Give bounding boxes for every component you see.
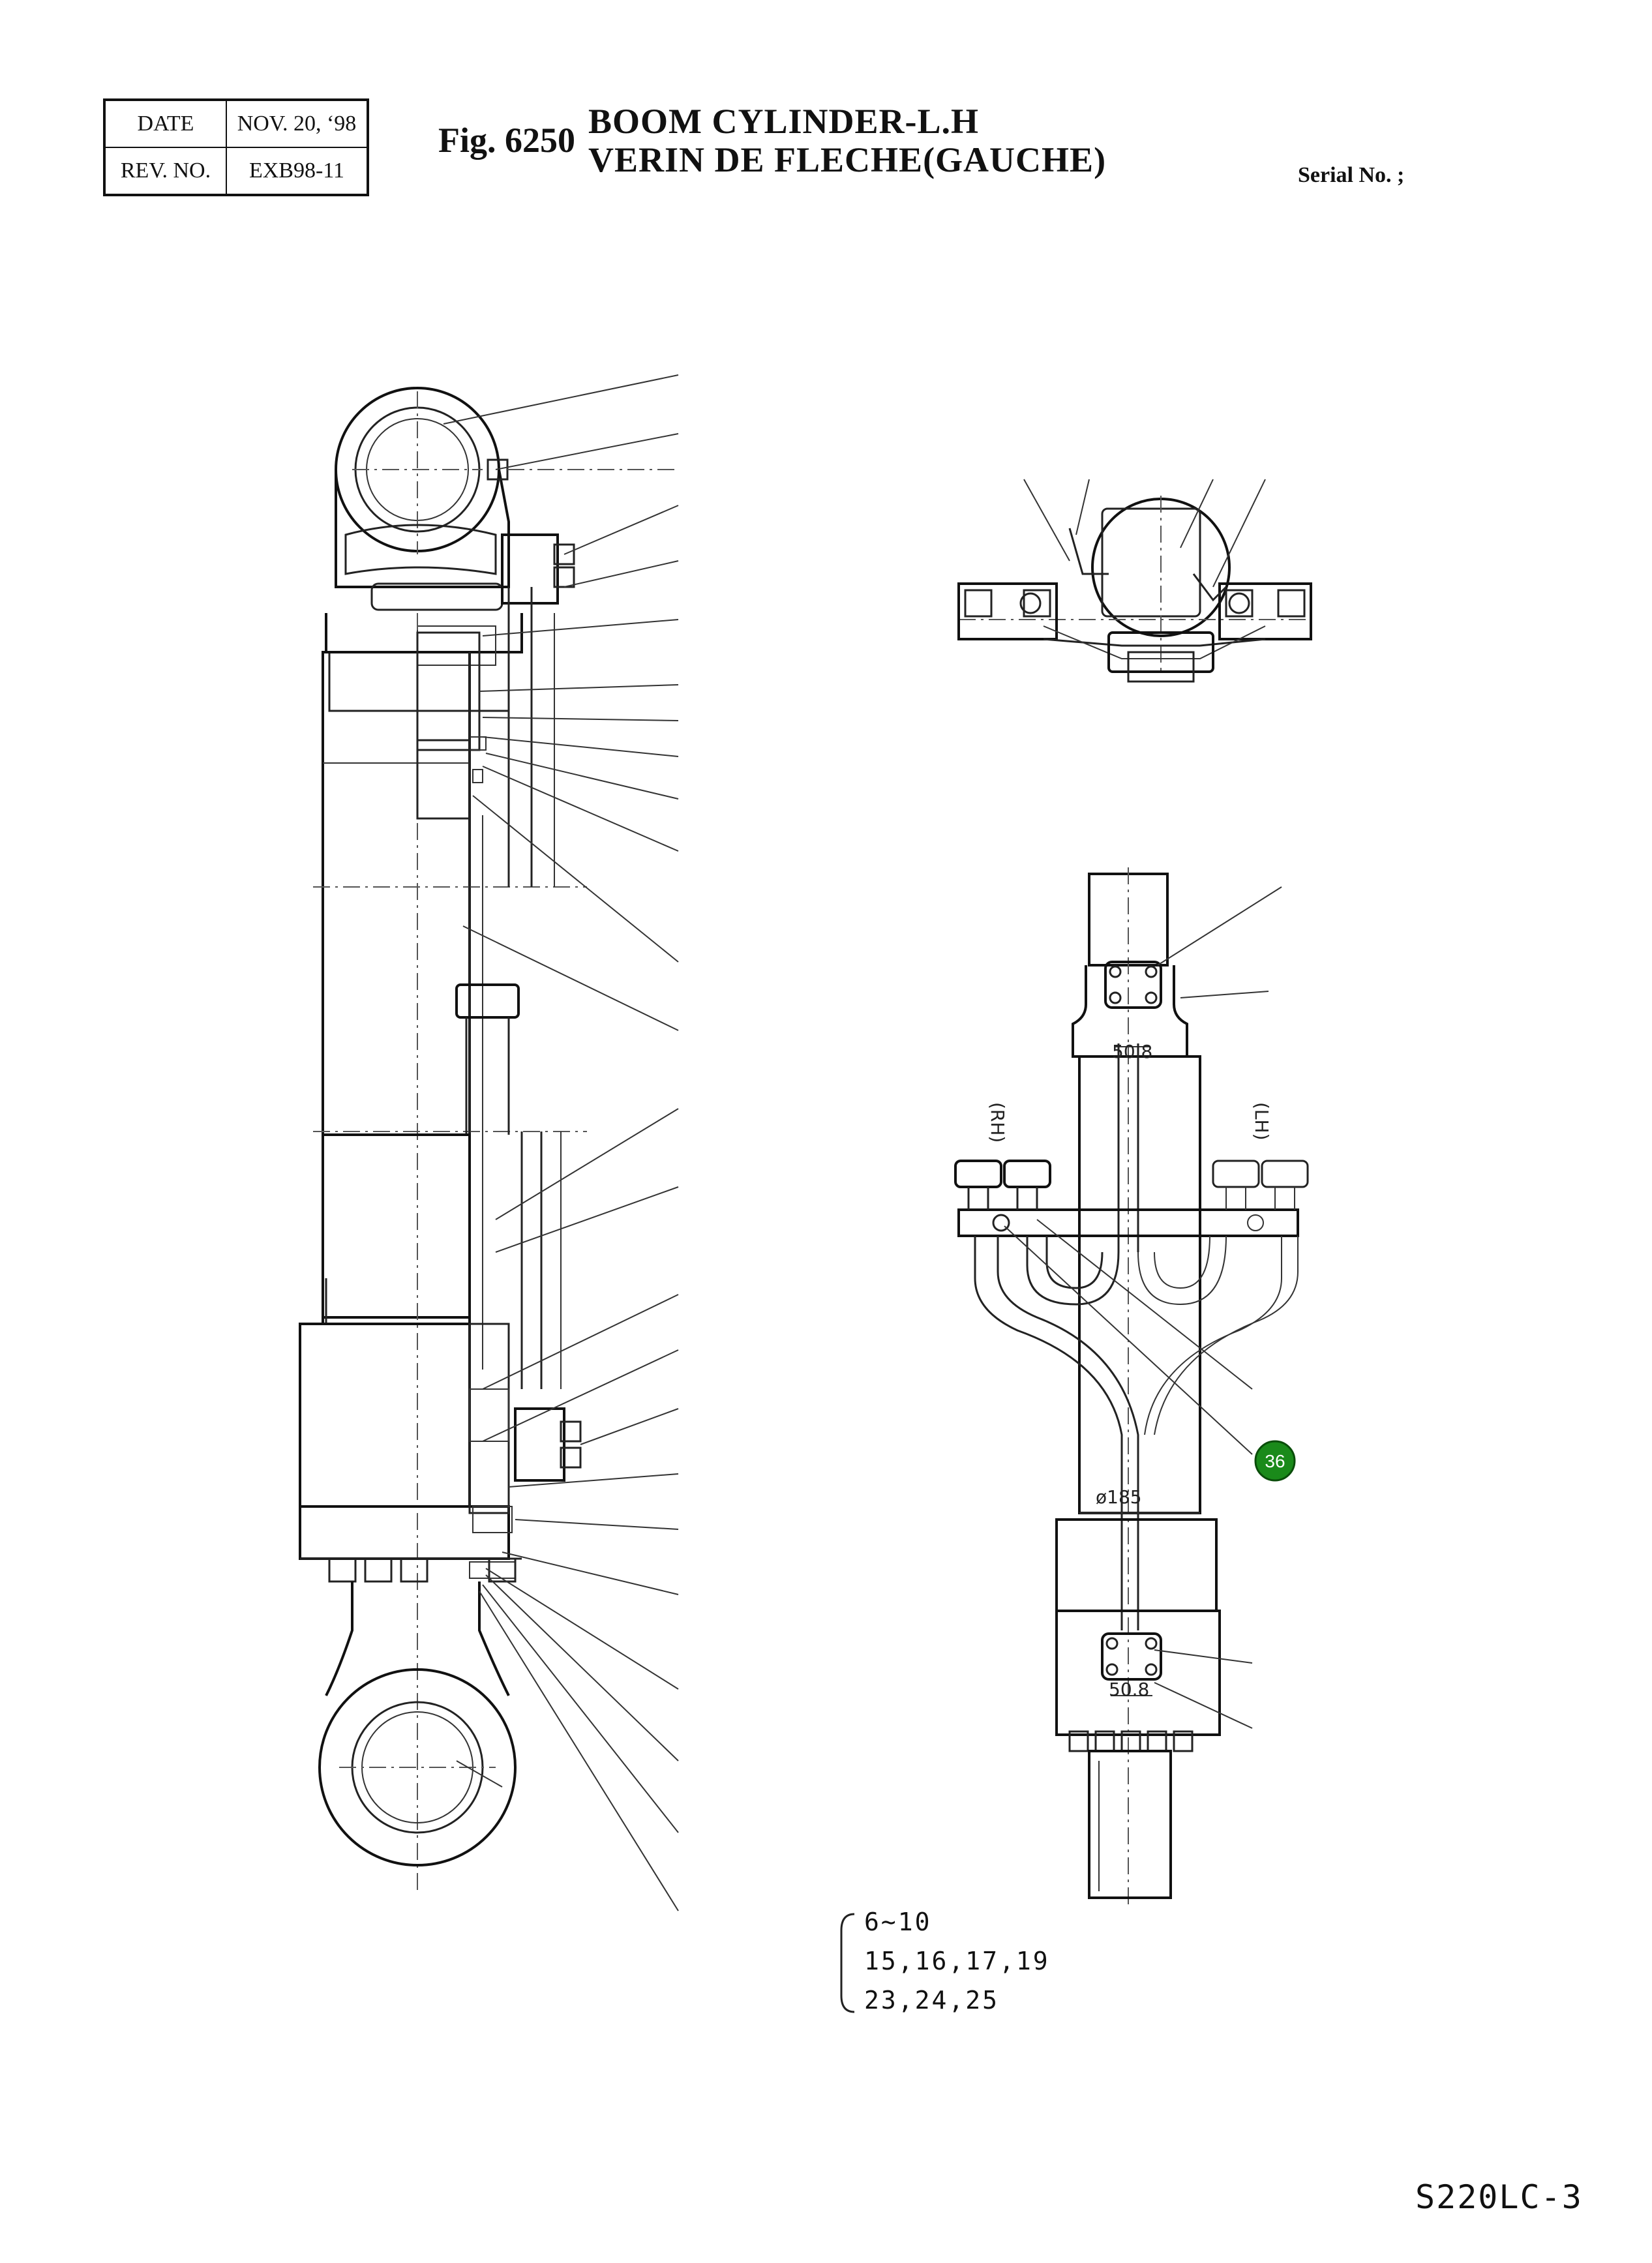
date-label: DATE xyxy=(104,99,227,148)
revision-table: DATE NOV. 20, ‘98 REV. NO. EXB98-11 xyxy=(103,98,369,196)
parts-note: 6∼10 15,16,17,19 23,24,25 xyxy=(840,1908,1050,2015)
serial-number-label: Serial No. ; xyxy=(1298,163,1405,187)
dim-flange-bottom: 50.8 xyxy=(1109,1679,1149,1700)
flange-top xyxy=(1104,961,1162,1009)
dim-diameter: ø185 xyxy=(1096,1486,1142,1508)
flange-bottom xyxy=(1101,1632,1162,1681)
leader-lines-end-view xyxy=(1023,479,1266,588)
bottom-eye-outer xyxy=(318,1668,517,1866)
figure-number: Fig. 6250 xyxy=(438,121,575,160)
leader-lines-top-view xyxy=(1004,886,1282,1729)
manifold-bar xyxy=(957,1208,1299,1237)
note-line-1: 6∼10 xyxy=(864,1908,932,1936)
main-cylinder-view xyxy=(299,387,678,1891)
lower-head-block xyxy=(299,1323,471,1508)
note-line-2: 15,16,17,19 xyxy=(864,1947,1050,1975)
title-english: BOOM CYLINDER-L.H xyxy=(588,102,980,141)
title-french: VERIN DE FLECHE(GAUCHE) xyxy=(588,140,1107,179)
label-lh: (LH) xyxy=(1251,1102,1272,1141)
dim-flange-top: 50.8 xyxy=(1112,1041,1152,1062)
rev-label: REV. NO. xyxy=(104,147,227,196)
model-number: S220LC-3 xyxy=(1415,2178,1583,2216)
top-view-cylinder xyxy=(954,867,1309,1904)
end-view-section xyxy=(957,496,1312,683)
callout-part-number: 36 xyxy=(1265,1451,1285,1471)
label-rh: (RH) xyxy=(987,1102,1008,1143)
note-line-3: 23,24,25 xyxy=(864,1986,999,2015)
rev-value: EXB98-11 xyxy=(226,147,368,196)
date-value: NOV. 20, ‘98 xyxy=(226,99,368,148)
callout-badge-36[interactable]: 36 xyxy=(1254,1440,1296,1482)
leader-lines-left xyxy=(443,374,679,1911)
cylinder-barrel xyxy=(322,651,471,1319)
